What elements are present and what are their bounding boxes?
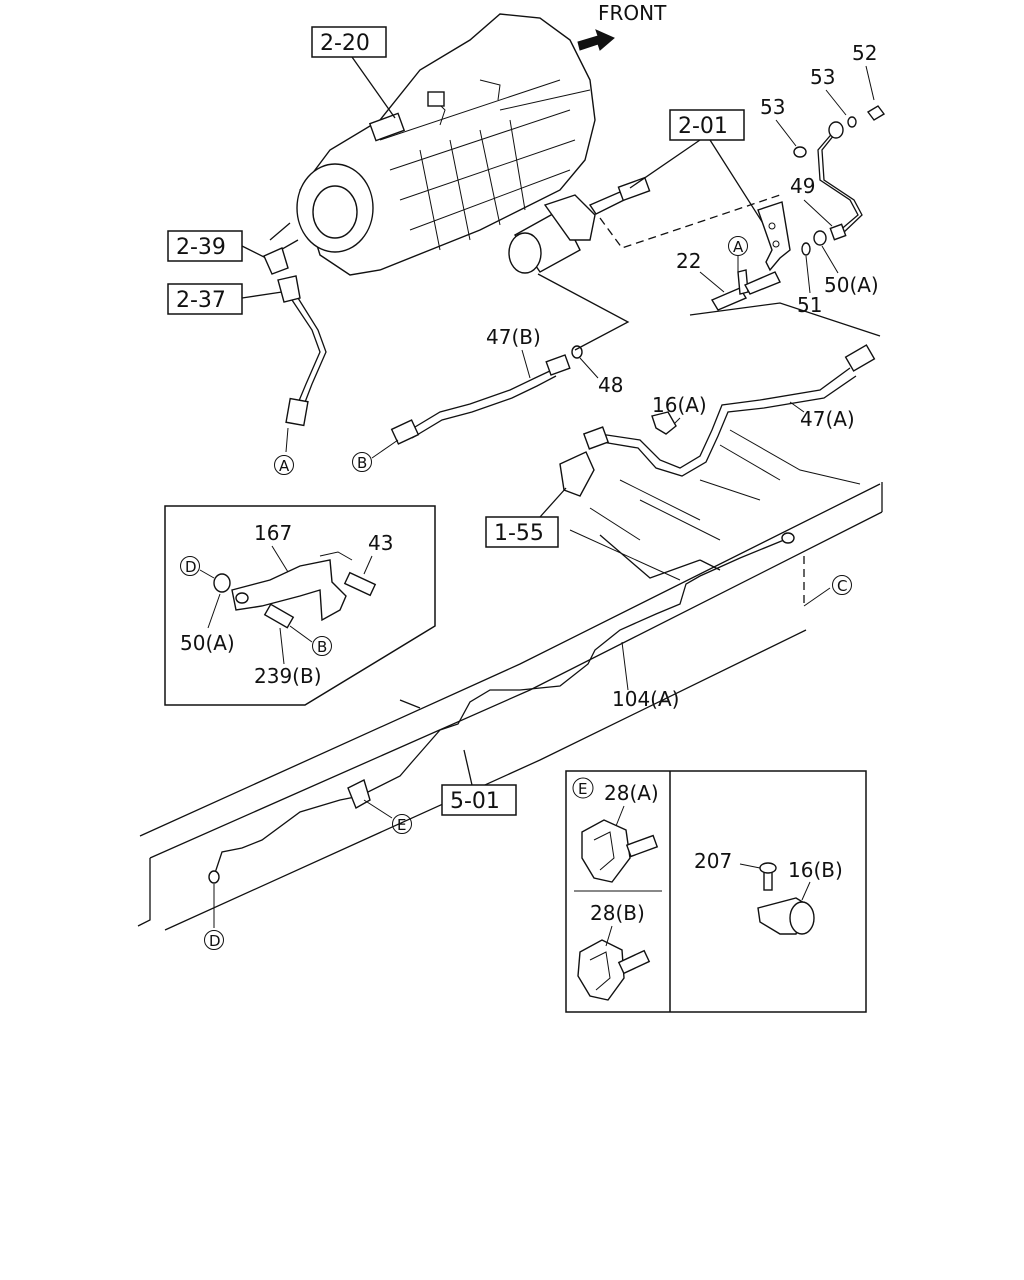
ref-1-55: 1-55 [494,521,544,546]
callout-43: 43 [368,531,393,555]
callout-207: 207 [694,849,732,873]
ref-2-39: 2-39 [176,235,226,260]
transmission-drawing [296,13,596,276]
ref-2-01: 2-01 [678,114,728,139]
marker-d-inset: D [185,558,197,576]
ref-box-2-37 [167,283,243,315]
marker-a-top-circle [728,236,748,256]
marker-a-left: A [279,457,290,475]
marker-b-inset: B [317,638,327,656]
clip-drawing [577,819,815,1001]
callout-47a: 47(A) [800,407,855,431]
callout-104a: 104(A) [612,687,679,711]
ref-box-2-01 [669,109,745,141]
callout-47b: 47(B) [486,325,541,349]
callout-48: 48 [598,373,623,397]
marker-b-inset-circle [312,636,332,656]
marker-e-pipe-circle [392,814,412,834]
callout-52: 52 [852,41,877,65]
callout-22: 22 [676,249,701,273]
callout-28b: 28(B) [590,901,645,925]
marker-d-pipe-circle [204,930,224,950]
callout-239b: 239(B) [254,664,322,688]
frame-rail-drawing [137,429,883,931]
ref-2-37: 2-37 [176,288,226,313]
marker-d-pipe: D [209,932,221,950]
callout-28a: 28(A) [604,781,659,805]
clutch-cylinder-drawing [508,176,651,274]
marker-c-circle [832,575,852,595]
callout-49: 49 [790,174,815,198]
bracket-drawing [757,201,791,272]
callout-16b: 16(B) [788,858,843,882]
marker-c: C [837,577,847,595]
marker-a-left-circle [274,455,294,475]
callout-167: 167 [254,521,292,545]
inset-box-clips [565,770,867,1013]
marker-a-top: A [733,238,744,256]
callout-50a-inset: 50(A) [180,631,235,655]
marker-e-inset-circle [572,777,594,799]
marker-b-hose-circle [352,452,372,472]
front-arrow-icon [577,29,615,51]
marker-e-inset: E [578,780,587,798]
ref-2-20: 2-20 [320,31,370,56]
ref-box-2-20 [311,26,387,58]
callout-50a: 50(A) [824,273,879,297]
ref-box-2-39 [167,230,243,262]
inset-box-bracket [164,505,436,706]
ref-box-5-01 [441,784,517,816]
front-label: FRONT [598,1,667,25]
ref-box-1-55 [485,516,559,548]
marker-d-inset-circle [180,556,200,576]
marker-e-pipe: E [397,816,406,834]
callout-53a: 53 [810,65,835,89]
marker-b-hose: B [357,454,367,472]
callout-53b: 53 [760,95,785,119]
ref-5-01: 5-01 [450,789,500,814]
